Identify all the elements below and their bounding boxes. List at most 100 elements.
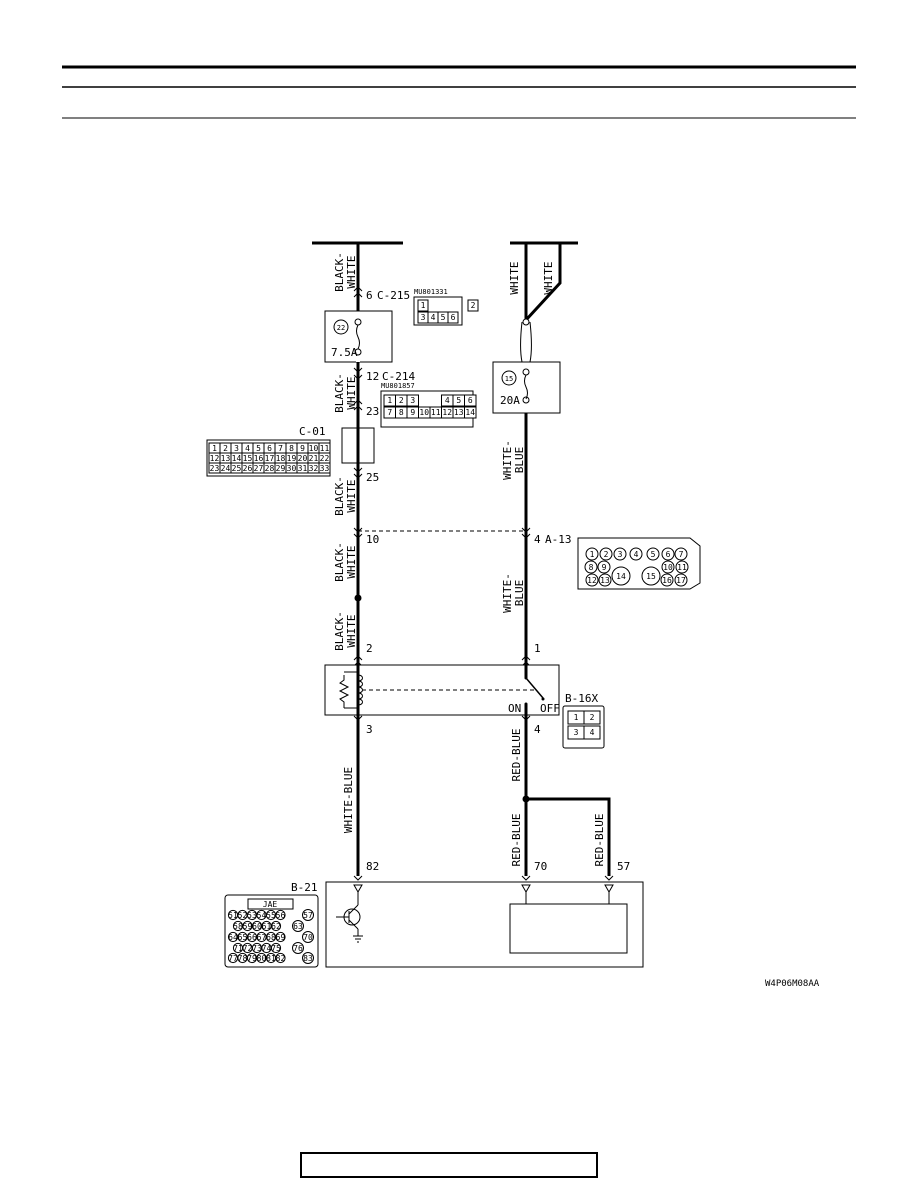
a13-cavity — [661, 547, 675, 561]
wire-white-branch — [524, 243, 562, 322]
b21-cavity-number: 69 — [276, 933, 286, 942]
wire-color-label: BLACK-WHITE — [333, 476, 358, 516]
c214-pin-bottom: 23 — [366, 405, 379, 418]
c01-cavity-number: 20 — [298, 454, 308, 463]
b21-cavity-number: 52 — [238, 911, 248, 920]
wire-color-label: RED-BLUE — [510, 729, 523, 782]
a13-cavity — [613, 547, 627, 561]
b16x-cavity-number: 3 — [574, 728, 579, 737]
c214-part-no: MU801857 — [381, 382, 415, 390]
relay-switch: ON OFF — [324, 664, 560, 716]
b21-cavity-number: 62 — [271, 922, 281, 931]
c215-part-no: MU801331 — [414, 288, 448, 296]
b21-cavity-number: 74 — [262, 944, 272, 953]
b21-cavity-number: 68 — [266, 933, 276, 942]
c01-cavity-number: 7 — [278, 444, 283, 453]
c01-cavity-number: 33 — [320, 464, 330, 473]
c01-cavity-number: 11 — [320, 444, 330, 453]
switch-on-label: ON — [508, 702, 521, 715]
c214-cavity-number: 3 — [410, 396, 415, 405]
c01-cavity-number: 3 — [234, 444, 239, 453]
wire-color-label: RED-BLUE — [510, 814, 523, 867]
b21-name: B-21 — [291, 881, 318, 894]
c01-cavity-number: 4 — [245, 444, 250, 453]
a13-cavity — [660, 573, 674, 587]
a13-cavity — [661, 560, 675, 574]
b21-cavity — [275, 909, 286, 921]
fuse-22-rating: 7.5A — [331, 346, 358, 359]
b16x-cavity-number: 1 — [574, 713, 579, 722]
b16x-pin-1: 1 — [534, 642, 541, 655]
a13-cavity-number: 6 — [666, 550, 671, 559]
c01-cavity-number: 18 — [276, 454, 286, 463]
wire-red-blue-branch — [526, 797, 611, 876]
c214-cavity-number: 7 — [387, 408, 392, 417]
wire-color-label: RED-BLUE — [593, 814, 606, 867]
c214-cavity — [464, 394, 477, 407]
fuse-15: 15 20A — [492, 361, 561, 414]
c01-cavity-number: 5 — [256, 444, 261, 453]
c215-cavity — [467, 299, 479, 312]
c01-cavity-number: 2 — [223, 444, 228, 453]
right-circuit — [520, 243, 614, 881]
b21-cavity-number: 79 — [247, 954, 257, 963]
b21-cavity-number: 70 — [303, 933, 313, 942]
c215-cavity — [417, 299, 429, 312]
b21-cavity-number: 71 — [233, 944, 243, 953]
c214-cavity-number: 8 — [399, 408, 404, 417]
c214-cavity-number: 13 — [454, 408, 464, 417]
c01-cavity-number: 31 — [298, 464, 308, 473]
c214-cavity-number: 4 — [445, 396, 450, 405]
a13-cavity — [611, 566, 631, 586]
c215-name: C-215 — [377, 289, 410, 302]
b21-cavity-number: 63 — [293, 922, 303, 931]
switch-off-label: OFF — [540, 702, 560, 715]
b16x-pin-4: 4 — [534, 723, 541, 736]
b21-cavity-number: 67 — [257, 933, 267, 942]
b21-cavity-number: 56 — [276, 911, 286, 920]
b21-cavity-number: 73 — [252, 944, 262, 953]
b21-cavity-number: 76 — [293, 944, 303, 953]
c214-cavity-number: 6 — [468, 396, 473, 405]
a13-cavity-number: 4 — [634, 550, 639, 559]
fuse-22: 22 7.5A — [324, 310, 393, 363]
b16x-pin-2: 2 — [366, 642, 373, 655]
c01-cavity-number: 32 — [309, 464, 319, 473]
a13-cavity-number: 8 — [589, 563, 594, 572]
c01-cavity-number: 12 — [210, 454, 220, 463]
a13-cavity — [674, 547, 688, 561]
resistor — [338, 675, 350, 708]
c215-cavity-number: 4 — [431, 313, 436, 322]
c01-cavity-number: 23 — [210, 464, 220, 473]
footer-box — [300, 1152, 598, 1178]
a13-cavity — [598, 573, 612, 587]
a13-cavity — [675, 560, 689, 574]
a13-cavity-number: 17 — [676, 576, 686, 585]
wire-color-label: WHITE-BLUE — [342, 767, 355, 833]
drawing-code: W4P06M08AA — [765, 979, 820, 989]
a13-cavity — [629, 547, 643, 561]
c01-cavity-number: 21 — [309, 454, 319, 463]
a13-cavity — [585, 573, 599, 587]
a13-cavity — [597, 560, 611, 574]
a13-cavity — [599, 547, 613, 561]
b16x-name: B-16X — [565, 692, 598, 705]
a13-name: A-13 — [545, 533, 572, 546]
c214-cavity — [406, 394, 419, 407]
b21-cavity-number: 64 — [228, 933, 238, 942]
b21-cavity — [270, 942, 282, 954]
fuse-15-number: 15 — [505, 375, 513, 383]
a13-cavity-number: 12 — [587, 576, 597, 585]
b21-cavity-number: 57 — [303, 911, 313, 920]
c214-cavity-number: 5 — [456, 396, 461, 405]
b21-cavity-number: 83 — [303, 954, 313, 963]
switch-contact — [525, 677, 544, 699]
wire-color-label: BLACK-WHITE — [333, 252, 358, 292]
c215-cavity-number: 5 — [441, 313, 446, 322]
b21-pin-70: 70 — [534, 860, 547, 873]
c214-cavity-number: 12 — [442, 408, 452, 417]
